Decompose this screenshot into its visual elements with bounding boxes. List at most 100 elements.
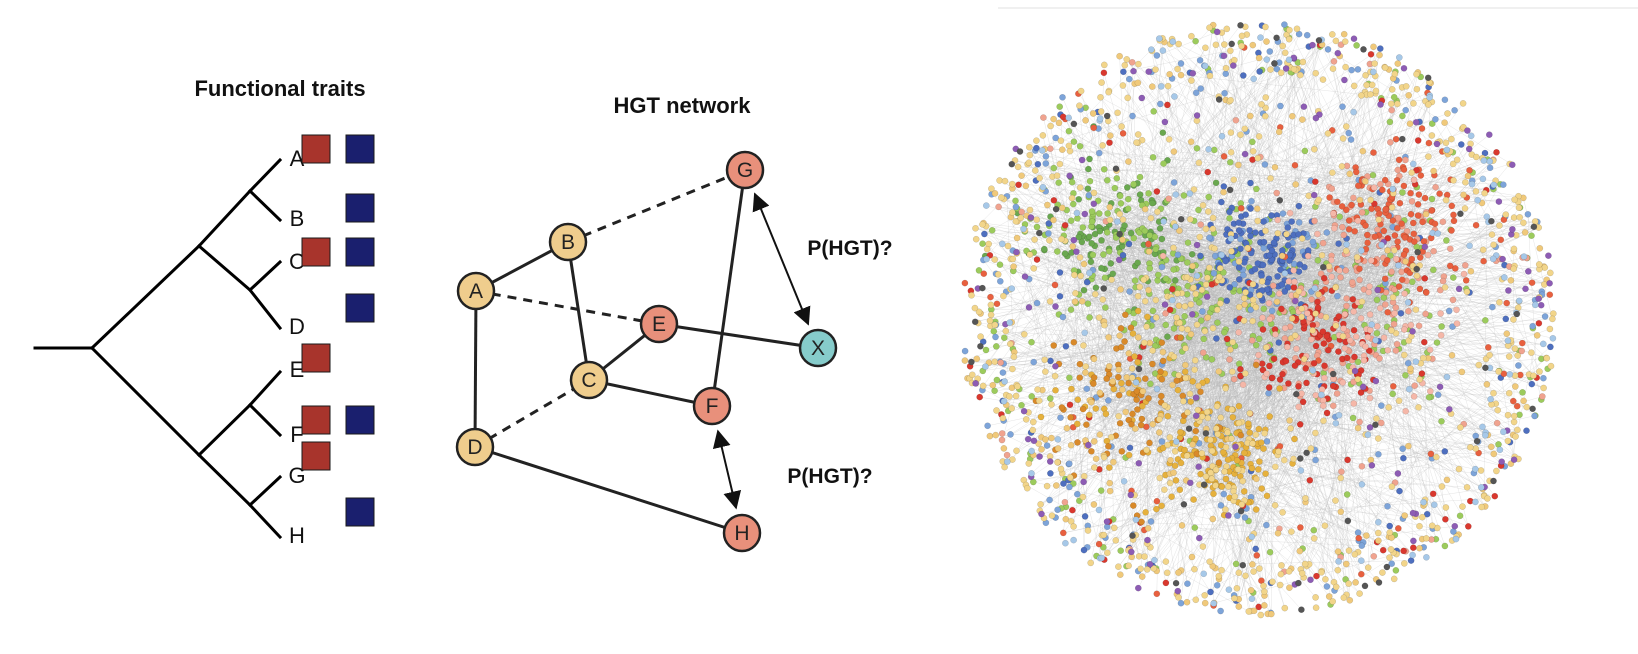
- hairball-node: [1176, 227, 1183, 234]
- hairball-node: [1184, 580, 1191, 588]
- hairball-node: [1085, 165, 1092, 173]
- hairball-node: [1092, 455, 1100, 463]
- node-label: X: [811, 337, 825, 360]
- hairball-node: [1486, 164, 1494, 172]
- hairball-node: [1535, 319, 1543, 327]
- hairball-node: [1310, 359, 1318, 367]
- hairball-node: [1375, 435, 1382, 442]
- hairball-node: [1468, 180, 1476, 188]
- hairball-node: [1393, 340, 1401, 348]
- node-circle: [639, 304, 679, 344]
- hairball-node: [1389, 185, 1397, 193]
- hairball-node: [1540, 340, 1547, 348]
- hairball-node: [1481, 189, 1488, 197]
- hairball-node: [1323, 229, 1331, 236]
- hairball-node: [1504, 337, 1512, 345]
- hairball-node: [1472, 221, 1480, 229]
- hairball-node: [1034, 160, 1042, 168]
- hairball-node: [1380, 334, 1388, 342]
- hairball-node: [1404, 359, 1412, 367]
- hgt-arrow-g-x: [752, 192, 811, 326]
- hairball-node: [1139, 387, 1147, 395]
- hairball-node: [1311, 145, 1318, 153]
- hairball-node: [993, 300, 1001, 308]
- hairball-node: [977, 333, 984, 340]
- hairball-node: [1311, 284, 1319, 292]
- hairball-node: [1268, 610, 1275, 618]
- hairball-node: [1061, 498, 1069, 506]
- hairball-node: [1247, 306, 1255, 314]
- hairball-node: [1056, 292, 1064, 300]
- hairball-node: [1358, 481, 1366, 488]
- hairball-node: [1488, 231, 1496, 238]
- node-label: G: [737, 159, 753, 182]
- hairball-node: [1113, 174, 1121, 182]
- hairball-node: [1152, 66, 1159, 73]
- hairball-node: [1220, 52, 1228, 60]
- hairball-node: [1190, 496, 1197, 503]
- hairball-node: [1270, 355, 1278, 363]
- hairball-node: [1314, 304, 1322, 312]
- trait-box-blue: [345, 405, 375, 435]
- hairball-node: [1501, 274, 1508, 281]
- hairball-node: [1202, 354, 1210, 361]
- hairball-node: [1107, 260, 1115, 267]
- hairball-node: [1503, 299, 1510, 307]
- node-label: D: [467, 436, 482, 459]
- hairball-node: [1373, 296, 1381, 304]
- hairball-node: [1184, 326, 1191, 333]
- hairball-node: [1201, 62, 1209, 70]
- hairball-node: [1364, 333, 1372, 341]
- hairball-node: [1320, 263, 1327, 271]
- hairball-node: [1246, 409, 1254, 417]
- hairball-node: [1447, 245, 1454, 253]
- hairball-node: [1387, 546, 1395, 553]
- hairball-node: [1384, 308, 1391, 316]
- hairball-node: [1323, 583, 1331, 590]
- hairball-node: [1309, 238, 1317, 246]
- hairball-node: [1298, 305, 1305, 313]
- hairball-node: [1262, 104, 1269, 112]
- hairball-node: [1410, 100, 1417, 107]
- hairball-node: [1274, 229, 1282, 237]
- hairball-node: [1349, 414, 1357, 422]
- hairball-node: [1285, 278, 1293, 285]
- hairball-node: [1117, 324, 1125, 332]
- hairball-node: [1513, 310, 1521, 318]
- hairball-node: [1434, 391, 1442, 399]
- hairball-node: [1209, 562, 1216, 570]
- hairball-node: [1263, 56, 1271, 63]
- hairball-node: [1078, 238, 1086, 246]
- hairball-node: [1220, 153, 1228, 160]
- hairball-node: [1263, 370, 1270, 378]
- hairball-node: [1278, 305, 1285, 313]
- hairball-node: [1392, 255, 1400, 263]
- hairball-node: [1065, 114, 1072, 122]
- hairball-node: [1208, 281, 1216, 288]
- hairball-node: [1092, 405, 1100, 412]
- hairball-node: [1302, 365, 1309, 372]
- hairball-node: [1097, 94, 1104, 101]
- hairball-node: [1162, 275, 1170, 283]
- hairball-node: [1540, 374, 1547, 382]
- hairball-node: [1079, 224, 1087, 231]
- hairball-node: [1159, 348, 1167, 356]
- hairball-node: [1276, 196, 1284, 204]
- hairball-node: [1450, 177, 1457, 184]
- hairball-node: [1353, 253, 1361, 261]
- hairball-node: [1075, 195, 1083, 203]
- hairball-node: [1047, 357, 1054, 365]
- hairball-node: [1070, 236, 1078, 244]
- hairball-node: [1138, 573, 1146, 580]
- hairball-node: [1389, 390, 1396, 398]
- hairball-node: [1460, 270, 1468, 278]
- hairball-node: [1381, 275, 1389, 283]
- hairball-node: [1504, 437, 1512, 445]
- hairball-node: [1145, 394, 1152, 402]
- tree-branch: [89, 243, 202, 351]
- hairball-node: [1427, 450, 1435, 458]
- hairball-node: [1543, 354, 1551, 362]
- hairball-node: [1197, 252, 1204, 260]
- hairball-node: [1177, 60, 1185, 67]
- hairball-node: [1354, 424, 1362, 432]
